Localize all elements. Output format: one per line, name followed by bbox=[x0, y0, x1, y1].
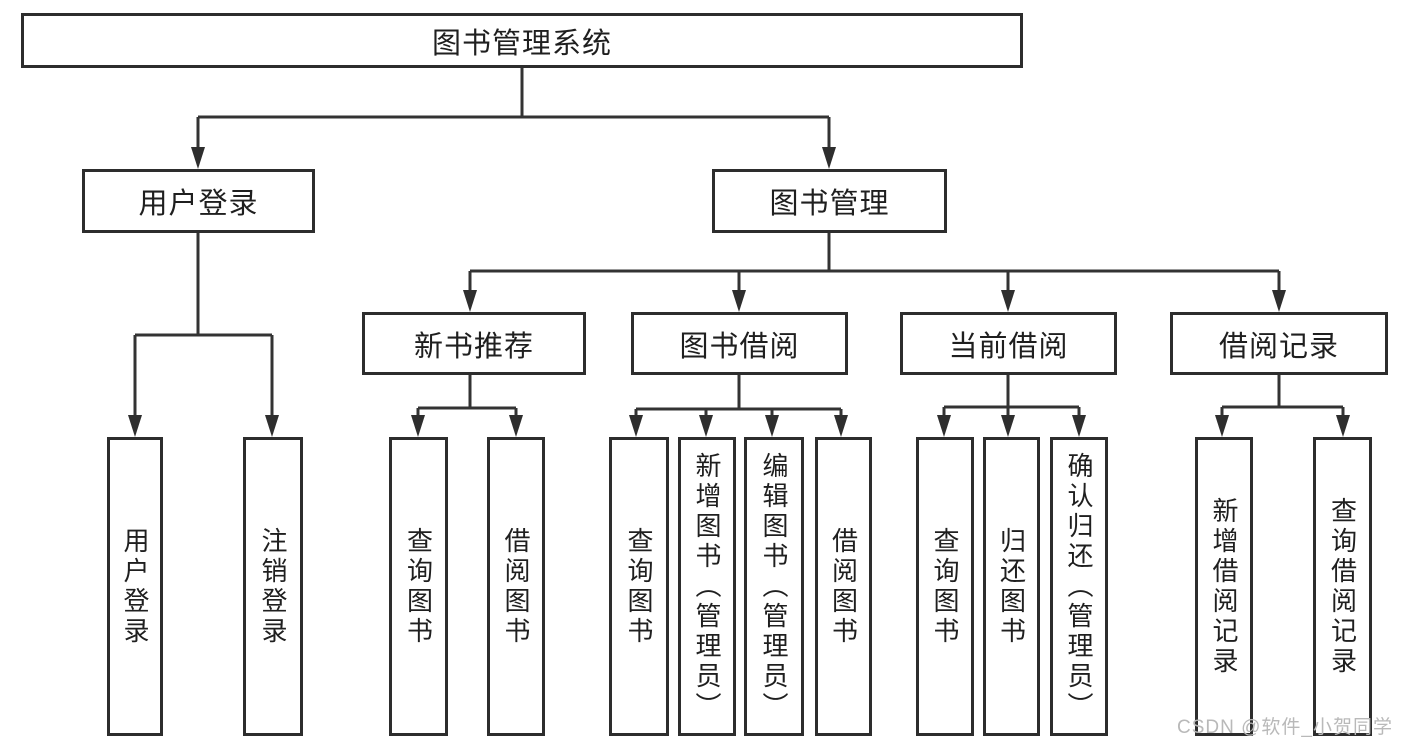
leaf-query-book-borrow: 查询图书 bbox=[609, 437, 669, 736]
node-book-management: 图书管理 bbox=[712, 169, 947, 233]
node-book-borrow: 图书借阅 bbox=[631, 312, 848, 375]
leaf-query-book-recommend: 查询图书 bbox=[389, 437, 448, 736]
node-user-login: 用户登录 bbox=[82, 169, 315, 233]
leaf-edit-book-admin: 编辑图书（管理员） bbox=[744, 437, 804, 736]
leaf-add-book-admin: 新增图书（管理员） bbox=[678, 437, 736, 736]
leaf-logout: 注销登录 bbox=[243, 437, 303, 736]
leaf-query-borrow-record: 查询借阅记录 bbox=[1313, 437, 1372, 736]
node-borrow-record: 借阅记录 bbox=[1170, 312, 1388, 375]
leaf-borrow-book: 借阅图书 bbox=[815, 437, 872, 736]
node-library-management-system: 图书管理系统 bbox=[21, 13, 1023, 68]
leaf-return-book: 归还图书 bbox=[983, 437, 1040, 736]
leaf-query-book-current: 查询图书 bbox=[916, 437, 974, 736]
leaf-add-borrow-record: 新增借阅记录 bbox=[1195, 437, 1253, 736]
node-new-book-recommend: 新书推荐 bbox=[362, 312, 586, 375]
leaf-borrow-book-recommend: 借阅图书 bbox=[487, 437, 545, 736]
leaf-confirm-return-admin: 确认归还（管理员） bbox=[1050, 437, 1108, 736]
csdn-watermark: CSDN @软件_小贺同学 bbox=[1177, 717, 1393, 738]
leaf-user-login: 用户登录 bbox=[107, 437, 163, 736]
node-current-borrow: 当前借阅 bbox=[900, 312, 1117, 375]
